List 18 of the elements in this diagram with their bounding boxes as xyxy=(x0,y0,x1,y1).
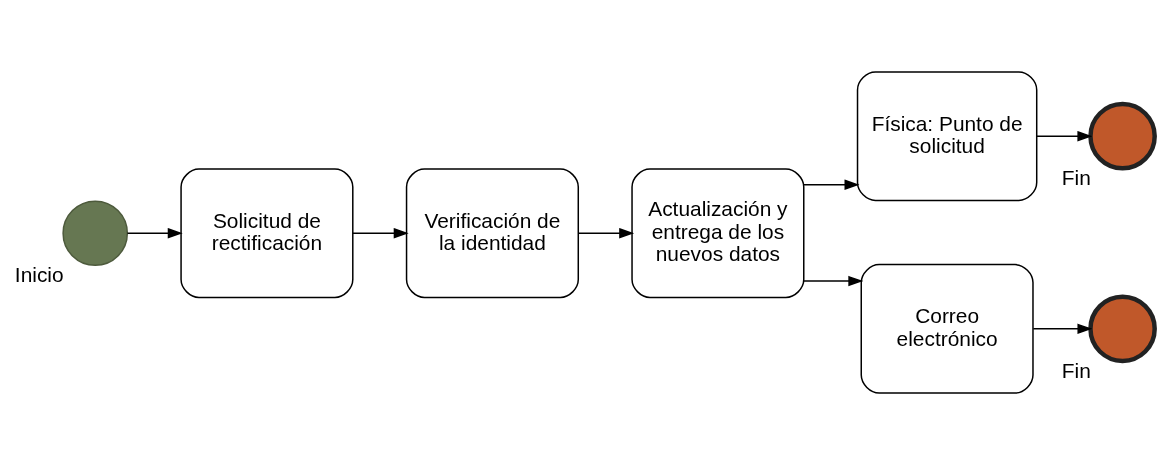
node-circle xyxy=(1088,293,1157,363)
arrow xyxy=(803,275,864,286)
node-box: Solicitud de rectificación xyxy=(180,167,354,298)
node-box: Física: Punto de solicitud xyxy=(856,70,1038,201)
arrow xyxy=(126,227,183,238)
node-label: Fin xyxy=(1061,358,1091,382)
arrow xyxy=(1036,130,1093,141)
arrow xyxy=(1032,323,1093,334)
node-label: Fin xyxy=(1061,165,1091,189)
node-circle xyxy=(1088,101,1157,171)
node-box: Actualización y entrega de los nuevos datos xyxy=(631,167,805,298)
node-circle xyxy=(62,199,129,266)
arrow xyxy=(803,178,860,190)
node-label: Inicio xyxy=(14,262,64,286)
arrow xyxy=(352,227,409,238)
node-box: Verificación de la identidad xyxy=(405,167,580,298)
node-box: Correo electrónico xyxy=(860,263,1034,394)
arrow xyxy=(577,227,635,238)
